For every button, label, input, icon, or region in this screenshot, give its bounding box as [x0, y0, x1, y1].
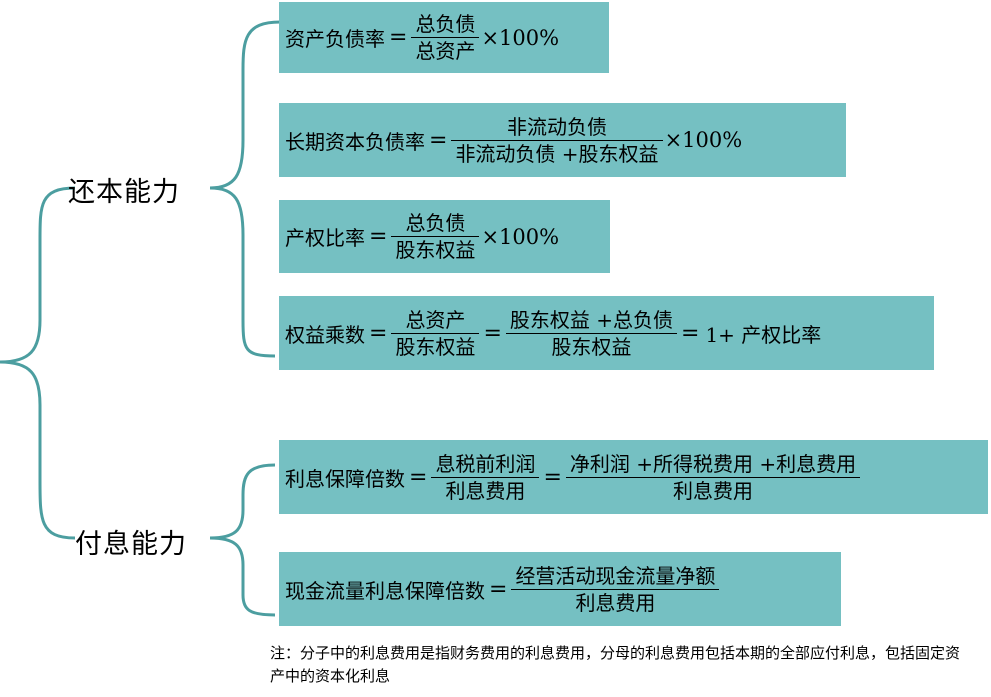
equals-sign: = — [429, 127, 448, 153]
formula-equity-multiplier: 权益乘数 = 总资产 股东权益 = 股东权益 +总负债 股东权益 = 1+ 产权… — [279, 296, 934, 370]
formula-tail: 1+ 产权比率 — [705, 322, 822, 347]
numerator: 股东权益 +总负债 — [509, 307, 673, 332]
numerator: 非流动负债 — [507, 114, 607, 139]
equals-sign: = — [369, 320, 388, 346]
fraction-bar — [451, 139, 663, 141]
fraction-bar — [505, 332, 677, 334]
fraction: 非流动负债 非流动负债 +股东权益 — [451, 114, 663, 167]
footnote: 注：分子中的利息费用是指财务费用的利息费用，分母的利息费用包括本期的全部应付利息… — [270, 644, 961, 685]
denominator: 利息费用 — [672, 478, 753, 503]
fraction-bar — [391, 332, 480, 334]
fraction-bar — [565, 476, 861, 478]
fraction-bar — [511, 588, 720, 590]
interest-bracket — [209, 463, 276, 617]
equals-sign: = — [681, 320, 700, 346]
denominator: 股东权益 — [395, 334, 476, 359]
fraction: 息税前利润 利息费用 — [431, 451, 540, 504]
fraction: 总负债 总资产 — [411, 11, 480, 64]
fraction-bar — [431, 476, 540, 478]
formula-lhs: 产权比率 — [285, 226, 365, 250]
denominator: 股东权益 — [395, 238, 476, 262]
denominator: 利息费用 — [445, 478, 526, 503]
fraction-bar — [391, 236, 480, 237]
denominator: 股东权益 — [551, 334, 632, 359]
denominator: 总资产 — [415, 39, 476, 63]
numerator: 总负债 — [405, 211, 466, 235]
formula-cash-flow-interest-coverage-ratio: 现金流量利息保障倍数 = 经营活动现金流量净额 利息费用 — [279, 552, 841, 626]
equals-sign: = — [483, 320, 502, 346]
numerator: 净利润 +所得税费用 +利息费用 — [569, 451, 857, 476]
denominator: 非流动负债 +股东权益 — [455, 141, 659, 166]
numerator: 总负债 — [415, 12, 476, 36]
numerator: 息税前利润 — [435, 451, 536, 476]
formula-debt-asset-ratio: 资产负债率 = 总负债 总资产 ×100% — [279, 2, 609, 73]
category-repay-ability: 还本能力 — [68, 177, 180, 208]
formula-lhs: 利息保障倍数 — [285, 466, 405, 491]
formula-interest-coverage-ratio: 利息保障倍数 = 息税前利润 利息费用 = 净利润 +所得税费用 +利息费用 利… — [279, 440, 988, 514]
equals-sign: = — [489, 576, 508, 602]
fraction-bar — [411, 37, 480, 38]
numerator: 总资产 — [405, 307, 466, 332]
fraction: 净利润 +所得税费用 +利息费用 利息费用 — [565, 451, 861, 504]
fraction: 总资产 股东权益 — [391, 307, 480, 360]
equals-sign: = — [369, 224, 388, 249]
equals-sign: = — [389, 25, 408, 50]
main-bracket — [0, 186, 76, 540]
multiplier: ×100% — [664, 128, 743, 152]
formula-equity-ratio: 产权比率 = 总负债 股东权益 ×100% — [279, 200, 610, 273]
formula-lhs: 权益乘数 — [285, 322, 365, 347]
fraction: 总负债 股东权益 — [391, 210, 480, 263]
numerator: 经营活动现金流量净额 — [515, 563, 716, 588]
multiplier: ×100% — [481, 224, 560, 249]
repay-bracket — [209, 20, 281, 358]
equals-sign: = — [543, 464, 562, 490]
fraction: 经营活动现金流量净额 利息费用 — [511, 563, 720, 616]
formula-lhs: 长期资本负债率 — [285, 129, 425, 154]
multiplier: ×100% — [481, 25, 560, 50]
formula-lhs: 资产负债率 — [285, 27, 385, 51]
category-interest-ability: 付息能力 — [75, 529, 187, 560]
fraction: 股东权益 +总负债 股东权益 — [505, 307, 677, 360]
equals-sign: = — [409, 464, 428, 490]
formula-long-term-capital-debt-ratio: 长期资本负债率 = 非流动负债 非流动负债 +股东权益 ×100% — [279, 103, 846, 177]
formula-lhs: 现金流量利息保障倍数 — [285, 578, 485, 603]
denominator: 利息费用 — [575, 590, 656, 615]
